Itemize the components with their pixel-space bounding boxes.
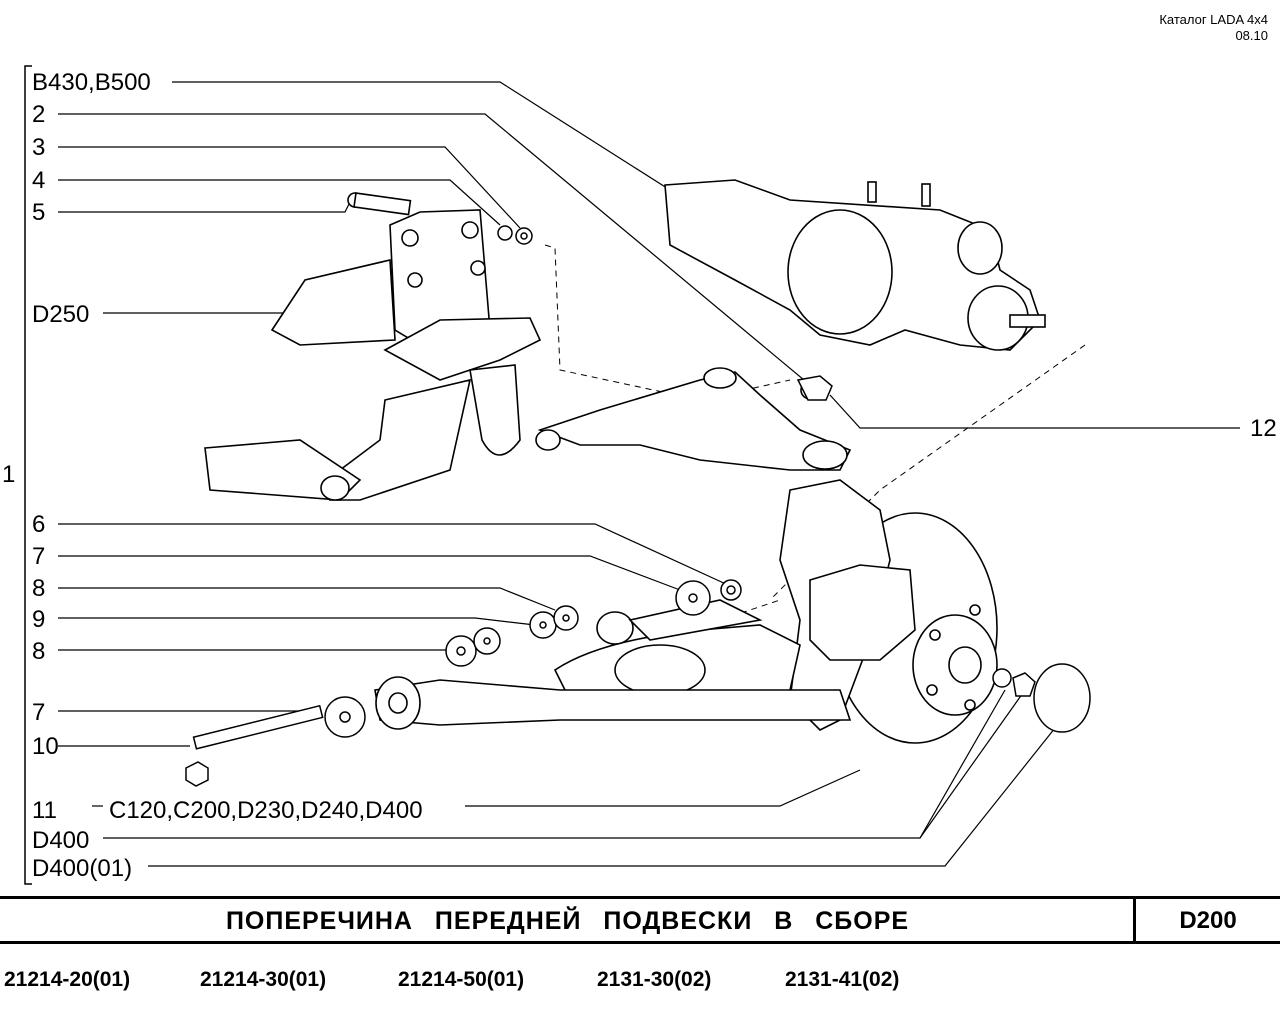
callout-4[interactable]: 4	[32, 167, 45, 194]
callout-5[interactable]: 5	[32, 199, 45, 226]
callout-d250[interactable]: D250	[32, 301, 89, 328]
page-title: ПОПЕРЕЧИНА ПЕРЕДНЕЙ ПОДВЕСКИ В СБОРЕ	[225, 907, 910, 935]
title-bar: ПОПЕРЕЧИНА ПЕРЕДНЕЙ ПОДВЕСКИ В СБОРЕ D20…	[0, 896, 1280, 944]
callout-b430-b500[interactable]: B430,B500	[32, 69, 151, 96]
knuckle-hub-disc	[779, 479, 998, 744]
callout-2[interactable]: 2	[32, 101, 45, 128]
catalog-name: Каталог LADA 4x4	[1159, 12, 1268, 27]
callout-8b[interactable]: 8	[32, 638, 45, 665]
callout-6[interactable]: 6	[32, 511, 45, 538]
catalog-header: Каталог LADA 4x4 08.10	[1159, 12, 1268, 44]
title-divider	[1133, 899, 1136, 941]
axle-housing	[664, 179, 1046, 351]
lower-control-arm	[374, 599, 852, 730]
catalog-date: 08.10	[1235, 28, 1268, 43]
callout-7b[interactable]: 7	[32, 699, 45, 726]
callout-9[interactable]: 9	[32, 606, 45, 633]
model-list: 21214-20(01) 21214-30(01) 21214-50(01) 2…	[0, 960, 1280, 1000]
model-item: 21214-20(01)	[4, 968, 131, 991]
callout-d400-01[interactable]: D400(01)	[32, 855, 132, 882]
callout-3[interactable]: 3	[32, 134, 45, 161]
model-item: 21214-50(01)	[398, 968, 525, 991]
callout-c120-group[interactable]: C120,C200,D230,D240,D400	[109, 797, 423, 824]
model-item: 21214-30(01)	[200, 968, 327, 991]
model-item: 2131-41(02)	[785, 968, 900, 991]
model-item: 2131-30(02)	[597, 968, 712, 991]
callout-d400[interactable]: D400	[32, 827, 89, 854]
leader-lines	[58, 81, 1240, 867]
subframe-bracket	[204, 192, 542, 501]
section-code: D200	[1179, 907, 1237, 934]
callout-1[interactable]: 1	[2, 461, 15, 488]
callout-11[interactable]: 11	[32, 797, 57, 824]
callout-7a[interactable]: 7	[32, 543, 45, 570]
group-bracket	[24, 65, 32, 885]
assembly-diagram: B430,B500 2 3 4 5 D250 1 12 6 7 8 9 8 7 …	[2, 65, 1277, 885]
callout-8a[interactable]: 8	[32, 575, 45, 602]
callout-10[interactable]: 10	[32, 733, 59, 760]
small-parts	[185, 225, 1091, 787]
callout-12[interactable]: 12	[1250, 415, 1277, 442]
